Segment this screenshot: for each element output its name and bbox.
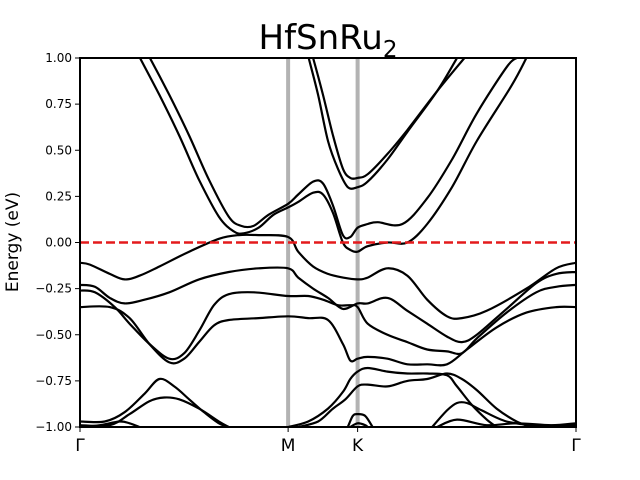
plot-area: 1.00 0.75 0.50 0.25 0.00 −0.25 −0.50 −0.75 −1.00… (35, 51, 581, 456)
band-line-9 (80, 377, 230, 427)
band-line-14 (346, 412, 374, 427)
band-line-6 (80, 266, 576, 344)
k-point-label: Γ (571, 436, 581, 456)
band-line-4 (312, 58, 466, 180)
band-line-2 (148, 58, 518, 240)
chart-title-main: HfSnRu (259, 18, 383, 58)
band-line-5 (80, 233, 576, 320)
y-tick-label: 0.00 (45, 236, 72, 250)
y-tick-label: −0.50 (35, 328, 72, 342)
y-tick-label: −0.75 (35, 374, 72, 388)
y-tick-label: 0.50 (45, 143, 72, 157)
chart-title: HfSnRu2 (259, 18, 398, 63)
bands-group (80, 58, 576, 427)
band-line-17 (436, 418, 576, 427)
y-axis-label: Energy (eV) (3, 192, 23, 292)
y-tick-label: −1.00 (35, 420, 72, 434)
band-line-8 (80, 305, 576, 367)
y-tick-label: 1.00 (45, 51, 72, 65)
y-tick-label: 0.75 (45, 97, 72, 111)
y-tick-label: 0.25 (45, 189, 72, 203)
k-point-label: M (281, 436, 296, 456)
y-tick-label: −0.25 (35, 282, 72, 296)
band-line-12 (287, 366, 498, 427)
band-line-11 (80, 420, 141, 427)
chart-title-subscript: 2 (383, 37, 398, 63)
band-line-13 (297, 372, 533, 427)
k-point-label: K (352, 436, 364, 456)
band-line-1 (138, 58, 528, 253)
k-point-label: Γ (75, 436, 85, 456)
